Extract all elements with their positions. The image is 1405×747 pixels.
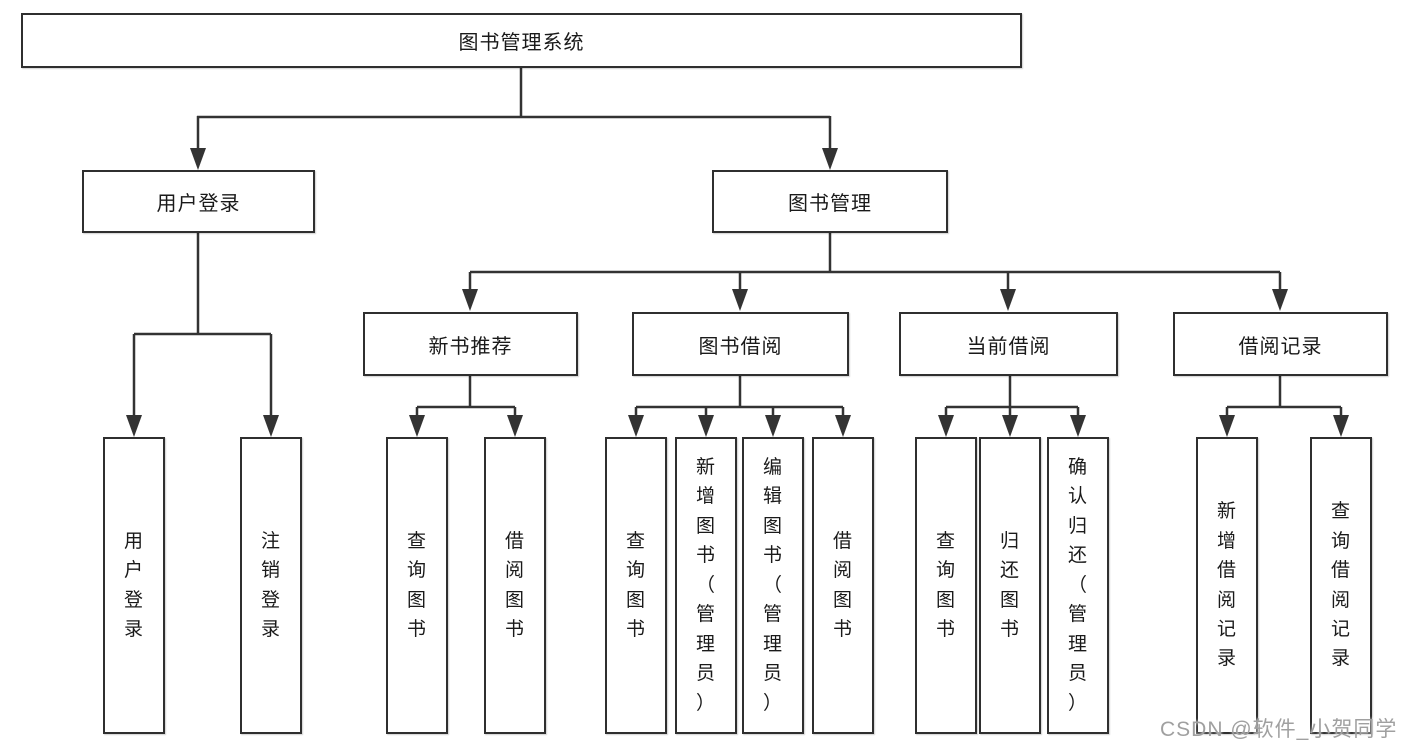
leaf-query-borrow-record: 查询借阅记录 [1310,437,1372,734]
node-new-book-recommendation: 新书推荐 [363,312,578,376]
arrowheads-group [126,148,1349,437]
node-label: 新增借阅记录 [1217,501,1238,670]
node-label: 编辑图书（管理员） [763,457,784,714]
arrow-down-icon [462,289,478,311]
arrow-down-icon [1333,415,1349,437]
arrow-down-icon [190,148,206,170]
leaf-borrow-books-recommend: 借阅图书 [484,437,546,734]
arrow-down-icon [835,415,851,437]
leaf-confirm-return-admin: 确认归还（管理员） [1047,437,1109,734]
leaf-user-login: 用户登录 [103,437,165,734]
arrow-down-icon [126,415,142,437]
node-borrowing-records: 借阅记录 [1173,312,1388,376]
arrow-down-icon [822,148,838,170]
arrow-down-icon [409,415,425,437]
node-label: 用户登录 [156,193,241,215]
node-label: 图书管理 [788,193,872,215]
leaf-query-books-recommend: 查询图书 [386,437,448,734]
arrow-down-icon [507,415,523,437]
node-label: 借阅记录 [1238,335,1323,358]
node-library-management-system: 图书管理系统 [21,13,1022,68]
node-label: 图书借阅 [698,335,783,358]
node-label: 查询图书 [626,530,647,640]
node-current-borrowing: 当前借阅 [899,312,1118,376]
leaf-query-books-borrowing: 查询图书 [605,437,667,734]
arrow-down-icon [1000,289,1016,311]
arrow-down-icon [938,415,954,437]
arrow-down-icon [732,289,748,311]
leaf-logout-login: 注销登录 [240,437,302,734]
node-label: 注销登录 [261,530,282,640]
node-label: 新增图书（管理员） [696,457,717,714]
arrow-down-icon [1070,415,1086,437]
node-label: 当前借阅 [966,335,1051,358]
arrow-down-icon [765,415,781,437]
arrow-down-icon [1219,415,1235,437]
leaf-return-books: 归还图书 [979,437,1041,734]
node-label: 借阅图书 [833,530,854,640]
leaf-query-books-current: 查询图书 [915,437,977,734]
leaf-add-borrow-record: 新增借阅记录 [1196,437,1258,734]
node-label: 用户登录 [124,530,145,640]
arrow-down-icon [1272,289,1288,311]
arrow-down-icon [1002,415,1018,437]
node-label: 查询图书 [407,530,428,640]
node-label: 新书推荐 [428,335,513,358]
node-label: 确认归还（管理员） [1068,457,1089,714]
node-label: 图书管理系统 [458,32,585,54]
arrow-down-icon [698,415,714,437]
arrow-down-icon [628,415,644,437]
node-label: 查询图书 [936,530,957,640]
node-book-borrowing: 图书借阅 [632,312,849,376]
node-user-login: 用户登录 [82,170,315,233]
node-book-management: 图书管理 [712,170,948,233]
leaf-borrow-books-borrowing: 借阅图书 [812,437,874,734]
node-label: 查询借阅记录 [1331,501,1352,670]
watermark: CSDN @软件_小贺同学 [1160,718,1398,741]
leaf-edit-books-admin: 编辑图书（管理员） [742,437,804,734]
arrow-down-icon [263,415,279,437]
node-label: 归还图书 [1000,530,1021,640]
leaf-add-books-admin: 新增图书（管理员） [675,437,737,734]
node-label: 借阅图书 [505,530,526,640]
